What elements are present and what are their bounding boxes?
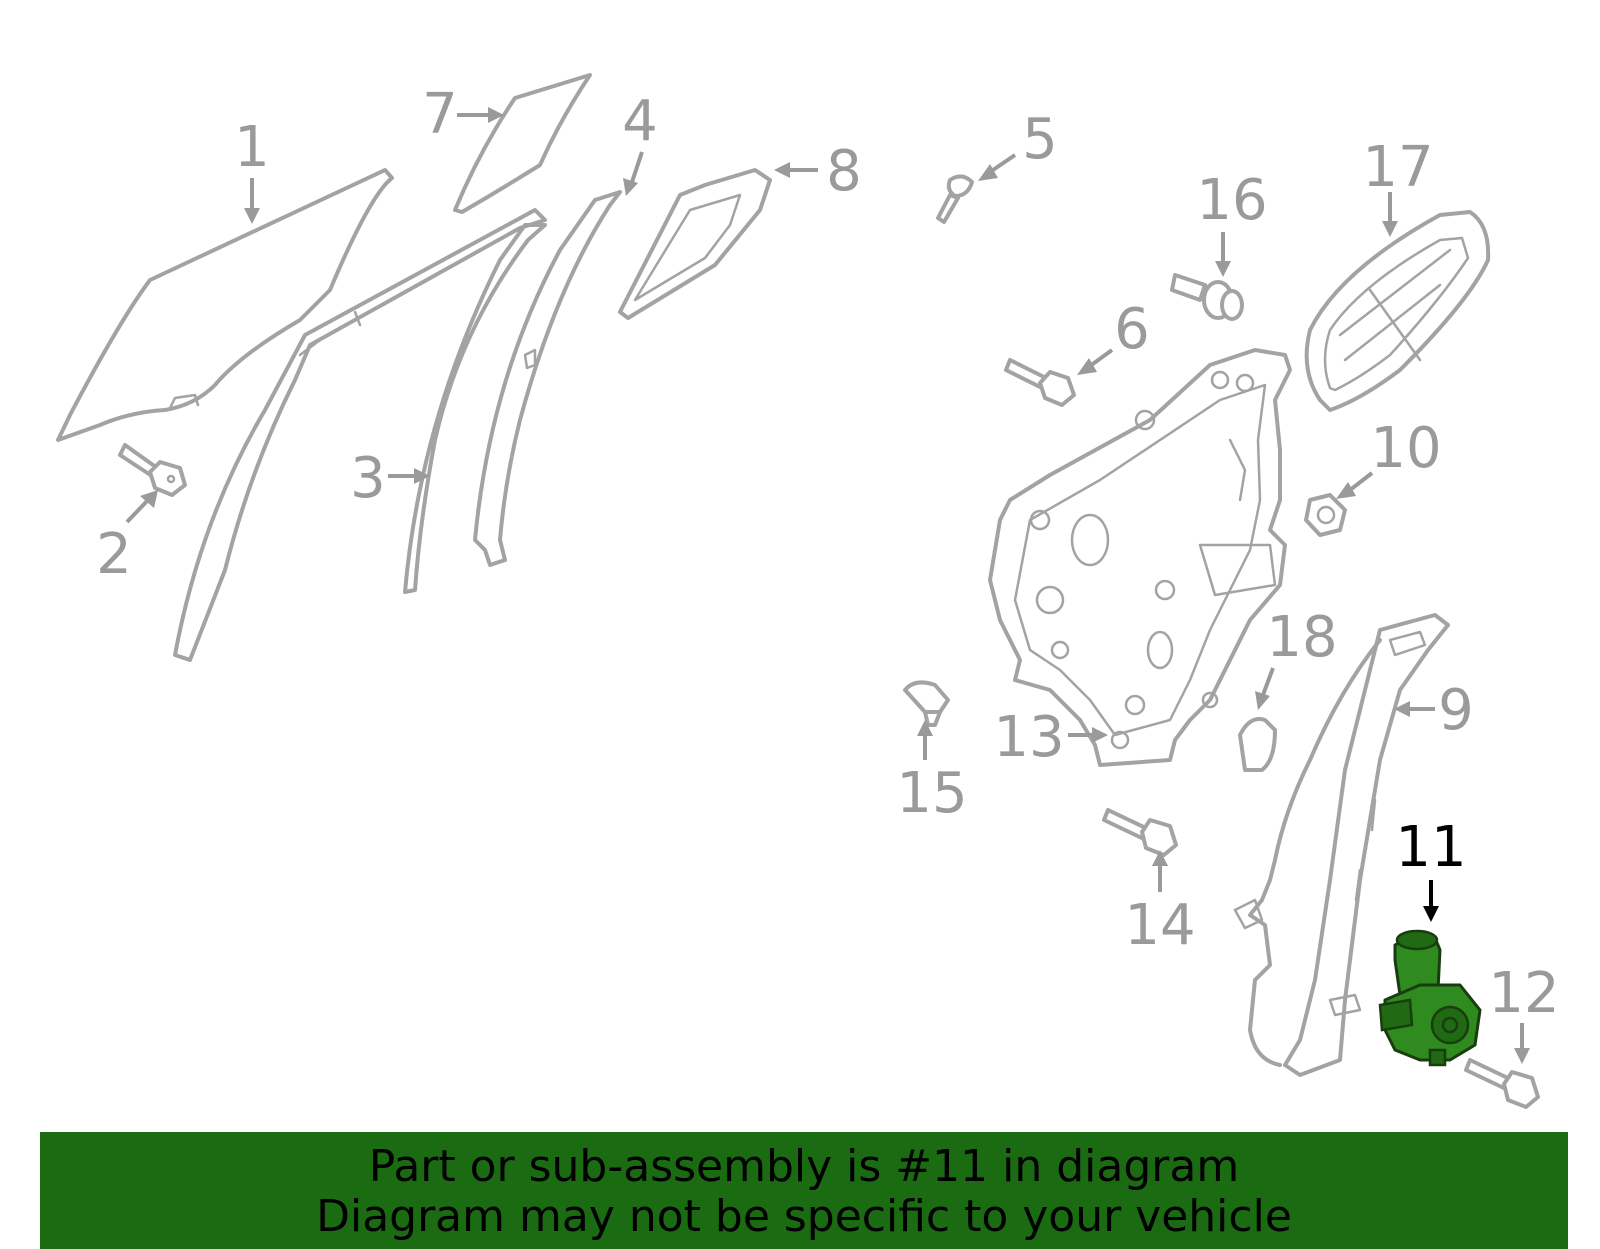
callout-5[interactable]: 5 (1022, 107, 1058, 172)
part-7-quarter-glass (453, 73, 592, 214)
part-3-run-channel (403, 223, 547, 594)
callout-1[interactable]: 1 (234, 115, 270, 180)
callout-12[interactable]: 12 (1488, 961, 1559, 1026)
part-5-screw (936, 174, 974, 224)
footer-banner: Part or sub-assembly is #11 in diagram D… (40, 1132, 1568, 1249)
part-8-quarter-trim (618, 168, 772, 320)
callout-6[interactable]: 6 (1114, 297, 1150, 362)
part-4-division-bar (473, 190, 622, 567)
part-18-plug (1238, 717, 1277, 772)
part-sash-channel (173, 208, 547, 662)
callout-3[interactable]: 3 (350, 446, 386, 511)
callout-17[interactable]: 17 (1362, 135, 1433, 200)
part-6-bolt (1004, 358, 1076, 407)
part-12-bolt (1464, 1058, 1540, 1109)
part-1-door-glass (56, 168, 394, 442)
callout-13[interactable]: 13 (993, 705, 1064, 770)
callout-7[interactable]: 7 (422, 82, 458, 147)
part-11-window-motor[interactable] (1378, 929, 1482, 1067)
part-2-bolt (118, 443, 187, 497)
callout-18[interactable]: 18 (1266, 605, 1337, 670)
callout-14[interactable]: 14 (1124, 893, 1195, 958)
part-16-clip (1170, 273, 1244, 321)
part-9-regulator (1233, 613, 1450, 1077)
callout-11[interactable]: 11 (1395, 815, 1466, 880)
callout-10[interactable]: 10 (1370, 416, 1441, 481)
part-17-cover (1304, 210, 1491, 412)
callout-labels: 1 2 3 4 5 6 7 8 9 10 11 12 13 14 15 16 1… (96, 82, 1559, 1026)
callout-4[interactable]: 4 (622, 89, 658, 154)
callout-9[interactable]: 9 (1438, 678, 1474, 743)
part-10-nut (1304, 493, 1347, 537)
callout-8[interactable]: 8 (826, 139, 862, 204)
part-15-clip (903, 680, 950, 727)
callout-16[interactable]: 16 (1196, 168, 1267, 233)
footer-line-2: Diagram may not be specific to your vehi… (316, 1191, 1292, 1242)
footer-line-1: Part or sub-assembly is #11 in diagram (368, 1141, 1240, 1192)
part-13-door-module (988, 348, 1292, 767)
callout-15[interactable]: 15 (896, 761, 967, 826)
part-14-bolt (1102, 808, 1178, 857)
leader-lines (125, 107, 1530, 1064)
callout-2[interactable]: 2 (96, 522, 132, 587)
